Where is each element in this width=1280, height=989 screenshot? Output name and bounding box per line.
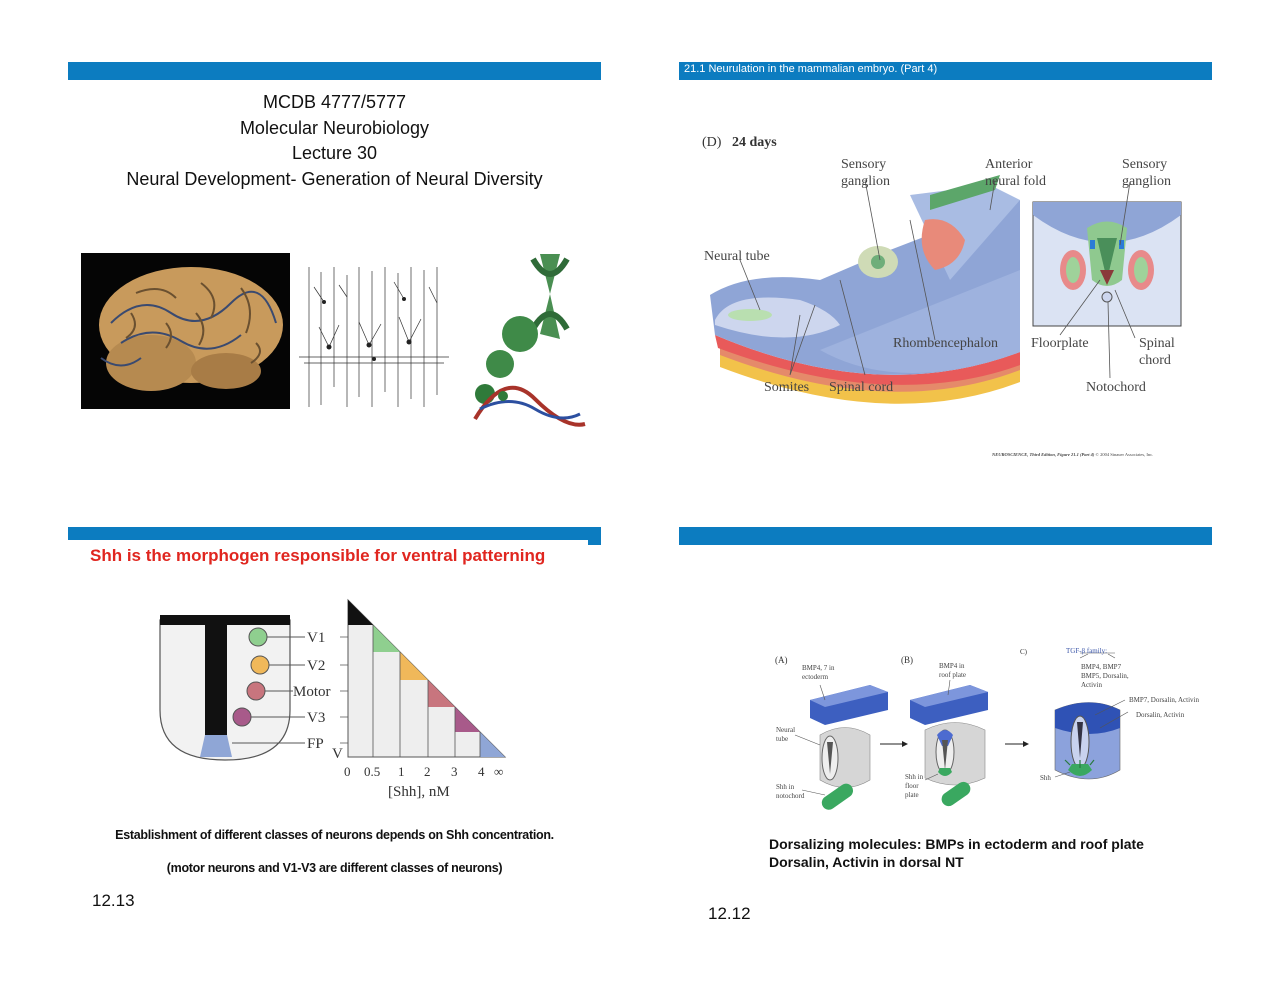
slide-3-title-bg <box>68 540 588 570</box>
label-v2: V2 <box>307 658 325 674</box>
label-neural-tube: Neural tube <box>704 249 770 264</box>
label-v1: V1 <box>307 630 325 646</box>
label-neural-2: tube <box>776 735 788 743</box>
tick-4: 4 <box>478 764 485 779</box>
label-shh-floor-1: Shh in <box>905 773 924 781</box>
label-shh-floor-2: floor <box>905 782 919 790</box>
label-bmp4-roof-line1: BMP4 in <box>939 662 965 670</box>
svg-text:Dorsalin, Activin: Dorsalin, Activin <box>1136 711 1185 719</box>
label-anterior-1: Anterior <box>985 157 1033 172</box>
svg-text:Activin: Activin <box>1081 681 1102 689</box>
svg-text:NEUROSCIENCE, Third Edition, F: NEUROSCIENCE, Third Edition, Figure 21.1… <box>991 452 1153 458</box>
label-shh: Shh <box>1040 774 1051 782</box>
neuron-drawing <box>299 267 454 409</box>
label-spinal-1: Spinal <box>1139 336 1175 351</box>
svg-text:Shh in: Shh in <box>905 773 924 781</box>
label-notochord: Notochord <box>1086 380 1146 395</box>
svg-text:Shh: Shh <box>1040 774 1051 782</box>
course-code: MCDB 4777/5777 <box>262 92 407 112</box>
label-fp: FP <box>307 736 324 752</box>
credit-rest: © 2004 Sinauer Associates, Inc. <box>1096 452 1154 458</box>
label-motor: Motor <box>293 684 331 700</box>
slide-4-caption-1: Dorsalizing molecules: BMPs in ectoderm … <box>769 836 1144 852</box>
tick-2: 2 <box>424 764 431 779</box>
chromosome-dna-image <box>465 249 587 432</box>
axis-v-label: V <box>332 746 343 762</box>
label-spinal-2: chord <box>1139 353 1171 368</box>
slide-3-page-number: 12.13 <box>92 891 135 910</box>
slide-2-header-title: 21.1 Neurulation in the mammalian embryo… <box>684 63 938 75</box>
label-bmp4-roof-line2: roof plate <box>939 671 966 679</box>
svg-text:BMP5, Dorsalin,: BMP5, Dorsalin, <box>1081 672 1129 680</box>
slide-1-title-block: MCDB 4777/5777 Molecular Neurobiology Le… <box>68 90 601 192</box>
slide-1-header-bar <box>68 62 601 80</box>
svg-text:BMP7, Dorsalin, Activin: BMP7, Dorsalin, Activin <box>1129 696 1200 704</box>
label-shh-floor-3: plate <box>905 791 919 799</box>
brain-image <box>81 253 290 409</box>
label-sensory-ganglion-left-1: Sensory <box>841 157 886 172</box>
tick-1: 1 <box>398 764 405 779</box>
credit-bold: NEUROSCIENCE, Third Edition, Figure 21.1… <box>991 452 1095 457</box>
slide-3-caption-1: Establishment of different classes of ne… <box>115 828 554 842</box>
svg-text:BMP4, BMP7: BMP4, BMP7 <box>1081 663 1122 671</box>
svg-text:Neural: Neural <box>776 726 795 734</box>
label-tgf-1: BMP4, BMP7 <box>1081 663 1122 671</box>
label-tgf-2: BMP5, Dorsalin, <box>1081 672 1129 680</box>
slide-2-header-bar <box>679 62 1212 80</box>
svg-text:Sensory ganglion A: Sensory ganglion Anterior neural fold Se… <box>704 157 1178 395</box>
panel-c: C) <box>1020 648 1028 656</box>
tick-inf: ∞ <box>494 764 503 779</box>
label-bmp7-dorsalin: BMP7, Dorsalin, Activin <box>1129 696 1200 704</box>
shh-gradient-figure: V1 V2 Motor V3 FP V 0 0.5 1 2 3 4 ∞ [Shh… <box>159 598 507 800</box>
label-floorplate: Floorplate <box>1031 336 1089 351</box>
label-shh-noto-1: Shh in <box>776 783 795 791</box>
slide-3-title: Shh is the morphogen responsible for ven… <box>90 546 546 565</box>
tick-3: 3 <box>451 764 458 779</box>
label-sensory-ganglion-left-2: ganglion <box>841 174 890 189</box>
label-neural-1: Neural <box>776 726 795 734</box>
x-axis-label: [Shh], nM <box>388 784 450 800</box>
label-tgf-3: Activin <box>1081 681 1102 689</box>
label-sensory-ganglion-right-2: ganglion <box>1122 174 1171 189</box>
svg-text:roof plate: roof plate <box>939 671 966 679</box>
svg-text:ectoderm: ectoderm <box>802 673 829 681</box>
neurulation-figure: (D) 24 days <box>702 135 1182 458</box>
tick-0-5: 0.5 <box>364 764 380 779</box>
label-somites: Somites <box>764 380 809 395</box>
tick-0: 0 <box>344 764 351 779</box>
lecture-number: Lecture 30 <box>291 143 378 163</box>
label-rhombencephalon: Rhombencephalon <box>893 336 998 351</box>
slide-4-caption-2: Dorsalin, Activin in dorsal NT <box>769 854 964 870</box>
label-bmp4-7-line1: BMP4, 7 in <box>802 664 835 672</box>
label-sensory-ganglion-right-1: Sensory <box>1122 157 1167 172</box>
slide-4-header-bar <box>679 527 1212 545</box>
course-name: Molecular Neurobiology <box>239 117 430 138</box>
label-shh-noto-2: notochord <box>776 792 805 800</box>
lecture-title: Neural Development- Generation of Neural… <box>126 168 543 189</box>
label-anterior-2: neural fold <box>985 174 1046 189</box>
svg-text:tube: tube <box>776 735 788 743</box>
svg-text:TGF-β family:: TGF-β family: <box>1066 647 1107 655</box>
slide-4-page-number: 12.12 <box>708 904 751 923</box>
label-tgf: TGF-β family: <box>1066 647 1107 655</box>
panel-a: (A) <box>775 655 788 665</box>
svg-text:BMP4, 7 in: BMP4, 7 in <box>802 664 835 672</box>
label-v3: V3 <box>307 710 325 726</box>
label-dorsalin-activin: Dorsalin, Activin <box>1136 711 1185 719</box>
svg-text:floor: floor <box>905 782 919 790</box>
slide-3-caption-2: (motor neurons and V1-V3 are different c… <box>166 861 503 875</box>
svg-text:Shh in: Shh in <box>776 783 795 791</box>
days-label: 24 days <box>732 135 777 150</box>
svg-text:notochord: notochord <box>776 792 805 800</box>
dorsalizing-figure: (A) (B) C) <box>775 647 1200 810</box>
label-bmp4-7-line2: ectoderm <box>802 673 829 681</box>
panel-label-d: (D) <box>702 135 722 150</box>
svg-text:plate: plate <box>905 791 919 799</box>
label-spinal-cord: Spinal cord <box>829 380 893 395</box>
svg-text:V1 V2 Motor: V1 V2 Motor V3 FP <box>293 630 334 752</box>
svg-text:BMP4 in: BMP4 in <box>939 662 965 670</box>
panel-b: (B) <box>901 655 913 665</box>
